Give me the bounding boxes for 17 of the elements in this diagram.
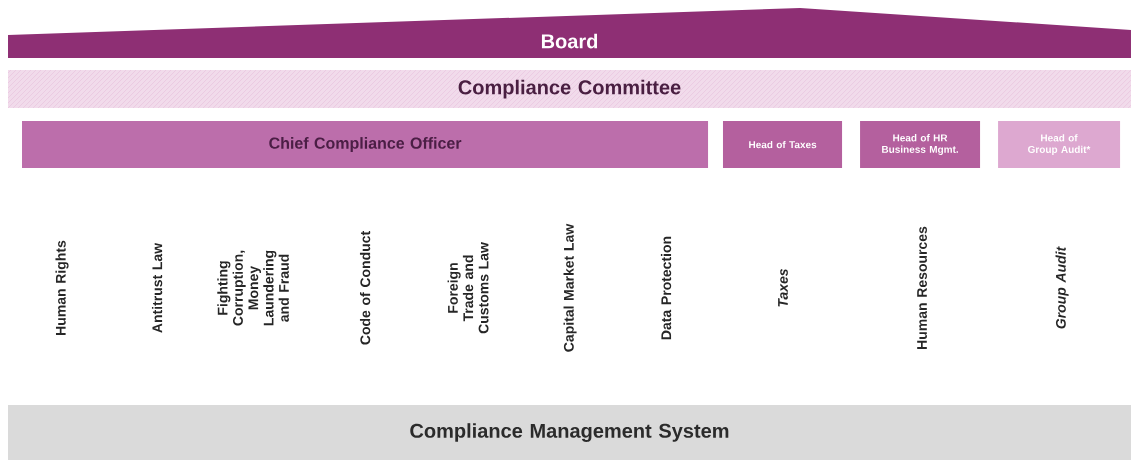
pillar-label: Group Audit — [1055, 246, 1069, 329]
pillar-label: Foreign Trade and Customs Law — [447, 242, 489, 334]
pillar-label: Capital Market Law — [563, 223, 577, 352]
pillar-label: Taxes — [778, 268, 788, 307]
pillar-label: Human Rights — [55, 240, 69, 335]
committee-band: Compliance Committee — [8, 70, 1131, 108]
role-box: Head of HR Business Mgmt. — [860, 121, 981, 168]
pillar-label: Fighting Corruption, Money Laundering and Fraud — [217, 250, 289, 326]
roof-band: Board — [8, 8, 1131, 58]
base-band: Compliance Management System — [8, 405, 1131, 460]
pillar-label: Data Protection — [660, 236, 672, 340]
pillar-label: Antitrust Law — [151, 242, 163, 333]
role-box: Chief Compliance Officer — [22, 121, 709, 168]
pillar-label: Code of Conduct — [359, 231, 371, 345]
pillar-label: Human Resources — [917, 226, 927, 349]
role-box: Head of Group Audit* — [998, 121, 1121, 168]
role-box: Head of Taxes — [723, 121, 843, 168]
